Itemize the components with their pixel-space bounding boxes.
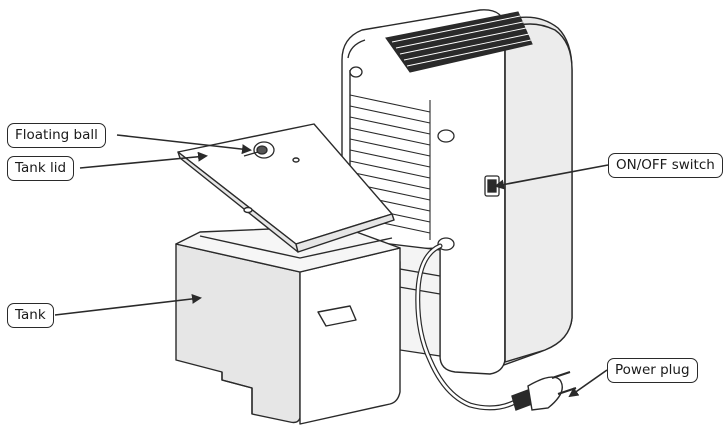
tank-lid: [177, 123, 395, 253]
leader-on-off: [494, 164, 609, 190]
label-floating-ball: Floating ball: [7, 123, 106, 148]
dehumidifier-unit: [341, 9, 573, 375]
label-tank-lid: Tank lid: [7, 156, 75, 181]
label-power-plug: Power plug: [607, 358, 698, 383]
label-tank: Tank: [7, 303, 54, 328]
label-on-off-switch: ON/OFF switch: [608, 153, 723, 178]
water-tank: [175, 225, 401, 425]
power-plug: [511, 371, 577, 411]
leader-tank-lid: [79, 151, 208, 169]
top-grille: [385, 11, 533, 73]
floating-ball: [243, 141, 275, 159]
side-handles: [349, 66, 455, 251]
power-cord: [415, 243, 518, 411]
leader-lines: [54, 134, 609, 398]
leader-power-plug: [568, 369, 608, 398]
leader-tank: [54, 293, 202, 316]
leader-floating-ball: [116, 134, 252, 155]
